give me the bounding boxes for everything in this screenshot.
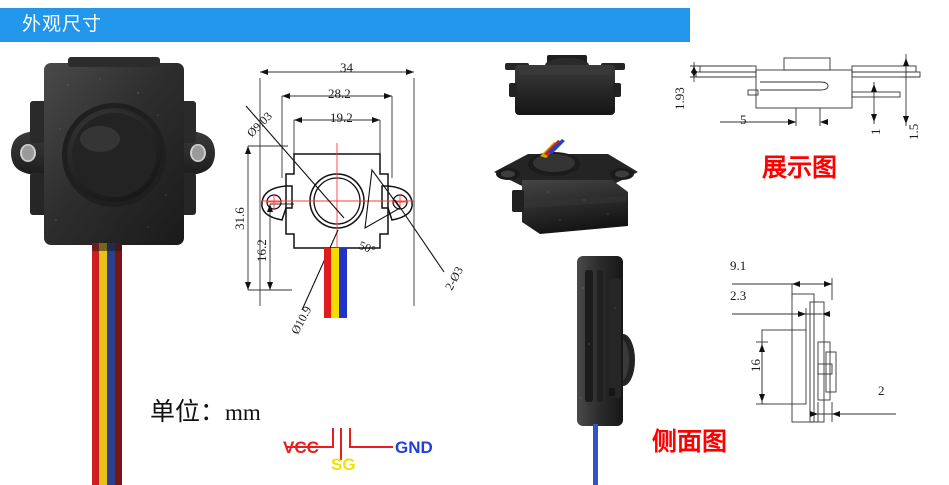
unit-note: 单位：mm bbox=[150, 392, 261, 428]
wire-label-vcc: VCC bbox=[283, 438, 319, 457]
front-dimension-drawing bbox=[232, 58, 447, 318]
dim-t-total: 1.5 bbox=[906, 123, 921, 140]
dim-t-height: 1.93 bbox=[672, 87, 687, 110]
dim-s-depth: 9.1 bbox=[730, 258, 747, 273]
photo-front bbox=[8, 55, 223, 485]
section-header-bar bbox=[0, 8, 690, 42]
caption-side-view: 侧面图 bbox=[652, 427, 728, 456]
dim-width-inner: 19.2 bbox=[330, 110, 353, 125]
wire-vcc-leader bbox=[287, 446, 334, 448]
dim-s-body: 2.3 bbox=[730, 288, 747, 303]
dim-t-right: 1 bbox=[868, 128, 883, 136]
dim-height-outer: 31.6 bbox=[232, 207, 247, 230]
wire-vcc-leader-v bbox=[332, 428, 334, 448]
side-dimension-drawing bbox=[706, 252, 946, 432]
wire-label-gnd: GND bbox=[395, 438, 433, 457]
photo-angled-top bbox=[495, 55, 635, 130]
unit-note-label: 单位： bbox=[150, 397, 226, 426]
dim-s-lens: 2 bbox=[878, 383, 885, 398]
page-title: 外观尺寸 bbox=[22, 13, 103, 35]
wire-label-sg: SG bbox=[331, 455, 356, 474]
wire-gnd-leader bbox=[349, 446, 393, 448]
dim-width-outer: 34 bbox=[340, 60, 353, 75]
dim-s-height: 16 bbox=[748, 359, 763, 372]
top-dimension-drawing bbox=[668, 52, 946, 162]
wire-sg-leader-v bbox=[340, 428, 342, 460]
dim-width-mid: 28.2 bbox=[328, 86, 351, 101]
caption-display-view: 展示图 bbox=[762, 153, 838, 182]
dim-height-inner: 16.2 bbox=[254, 239, 269, 262]
dim-t-left: 5 bbox=[740, 112, 747, 127]
wire-gnd-leader-v bbox=[349, 428, 351, 448]
photo-angled-bottom bbox=[488, 130, 643, 240]
unit-note-value: mm bbox=[225, 400, 261, 425]
photo-side bbox=[563, 248, 658, 485]
